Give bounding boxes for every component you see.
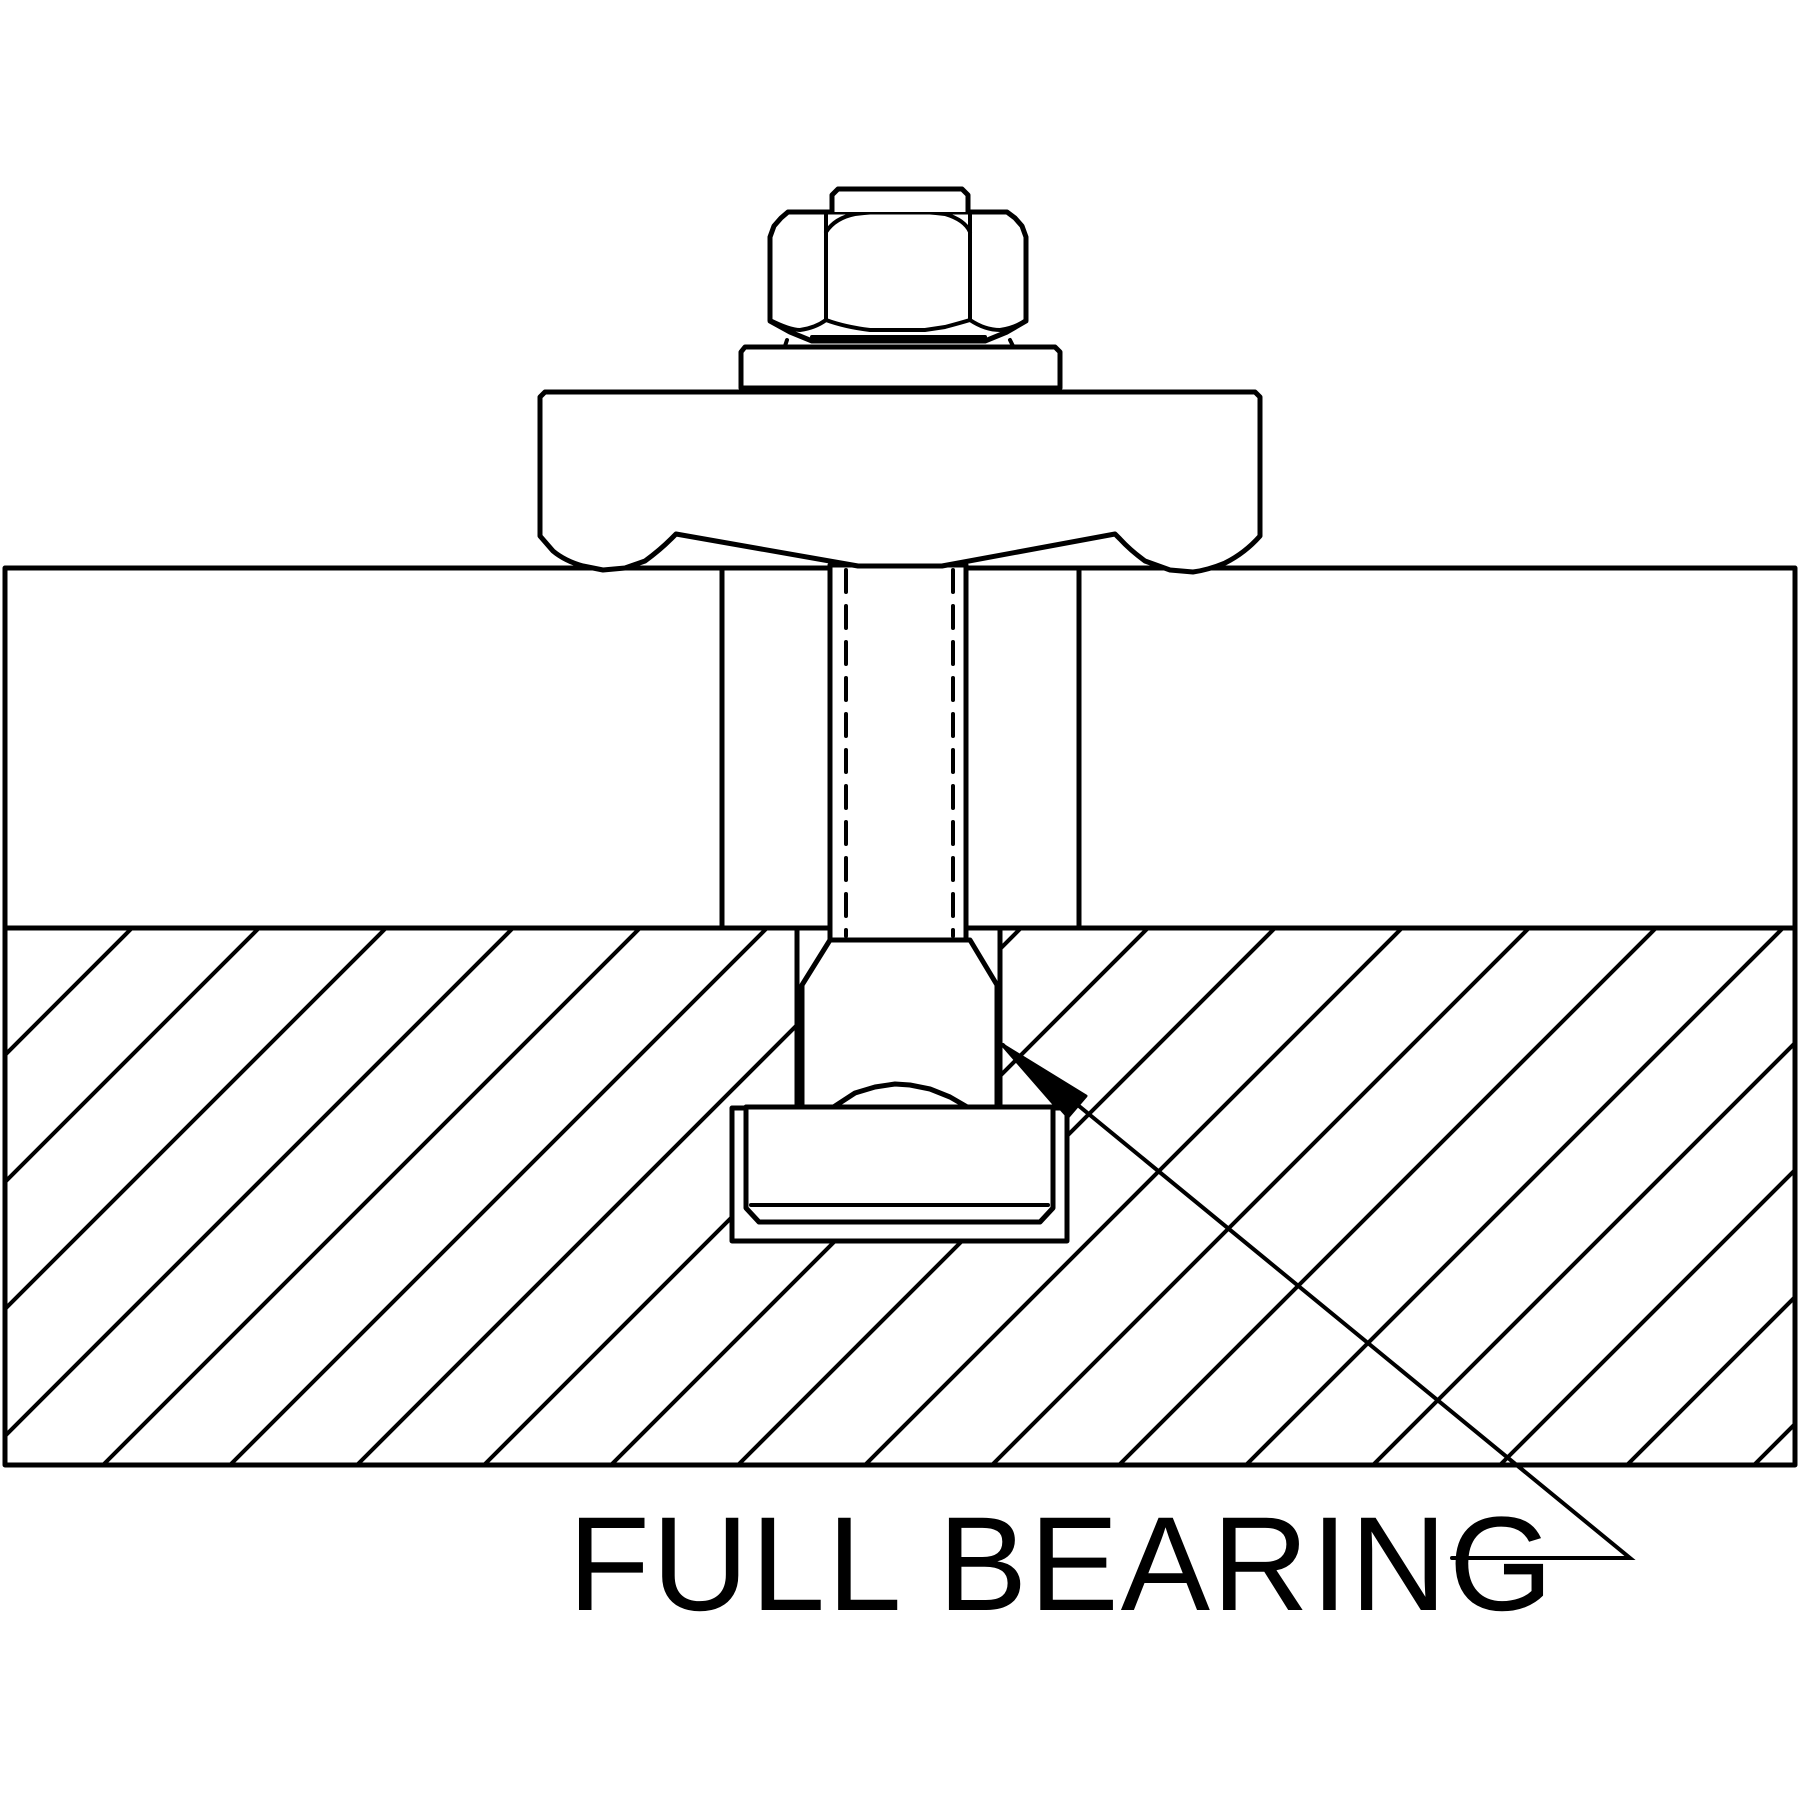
hatch-line xyxy=(5,928,388,1465)
washer xyxy=(738,344,1063,391)
collar xyxy=(719,565,1800,931)
hatch-line xyxy=(1371,928,1795,1465)
hatch-line xyxy=(1662,568,1800,928)
hatch-line xyxy=(1291,568,1651,928)
stud xyxy=(827,562,969,943)
hatch-line xyxy=(722,570,763,611)
hatch-line xyxy=(1625,928,1795,1465)
hatch-line xyxy=(5,928,134,1465)
t-nut xyxy=(743,937,1056,1225)
hatch-line xyxy=(1535,568,1800,928)
hatch-line xyxy=(1037,568,1397,928)
hatch-line xyxy=(1498,928,1795,1465)
hatch-line xyxy=(990,928,1531,1465)
hatch-line xyxy=(1164,568,1524,928)
hatch-line xyxy=(228,928,769,1465)
hatch-line xyxy=(1117,928,1658,1465)
hatch-line xyxy=(1154,568,1514,928)
hatch-line xyxy=(1418,568,1778,928)
full-bearing-label: FULL BEARING xyxy=(568,1490,1555,1639)
hatch-line xyxy=(863,928,1404,1465)
hatch-line xyxy=(5,928,261,1465)
hatch-line xyxy=(5,928,515,1465)
hex-nut xyxy=(767,209,1029,348)
hatch-line xyxy=(1281,568,1641,928)
leader-arrow xyxy=(1001,1043,1636,1560)
hatch-line xyxy=(1244,928,1785,1465)
hatch-line xyxy=(101,928,642,1465)
stud-tip xyxy=(829,186,971,215)
hatch-line xyxy=(1408,568,1768,928)
clamp-foot xyxy=(537,389,1263,575)
